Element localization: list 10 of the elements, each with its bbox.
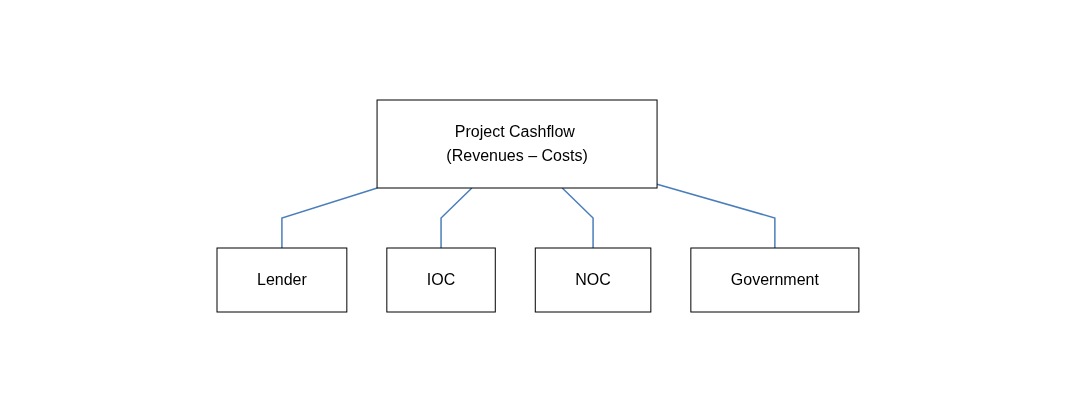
- node-box: [216, 247, 347, 313]
- node-box: [376, 99, 658, 189]
- connector: [439, 187, 473, 249]
- connector: [655, 183, 776, 249]
- connector: [561, 187, 594, 249]
- node-box: [534, 247, 651, 313]
- node-box: [689, 247, 859, 313]
- node-box: [385, 247, 496, 313]
- connector: [280, 187, 378, 249]
- diagram: Project Cashflow (Revenues – Costs) Lender IOC NOC Government: [208, 92, 867, 320]
